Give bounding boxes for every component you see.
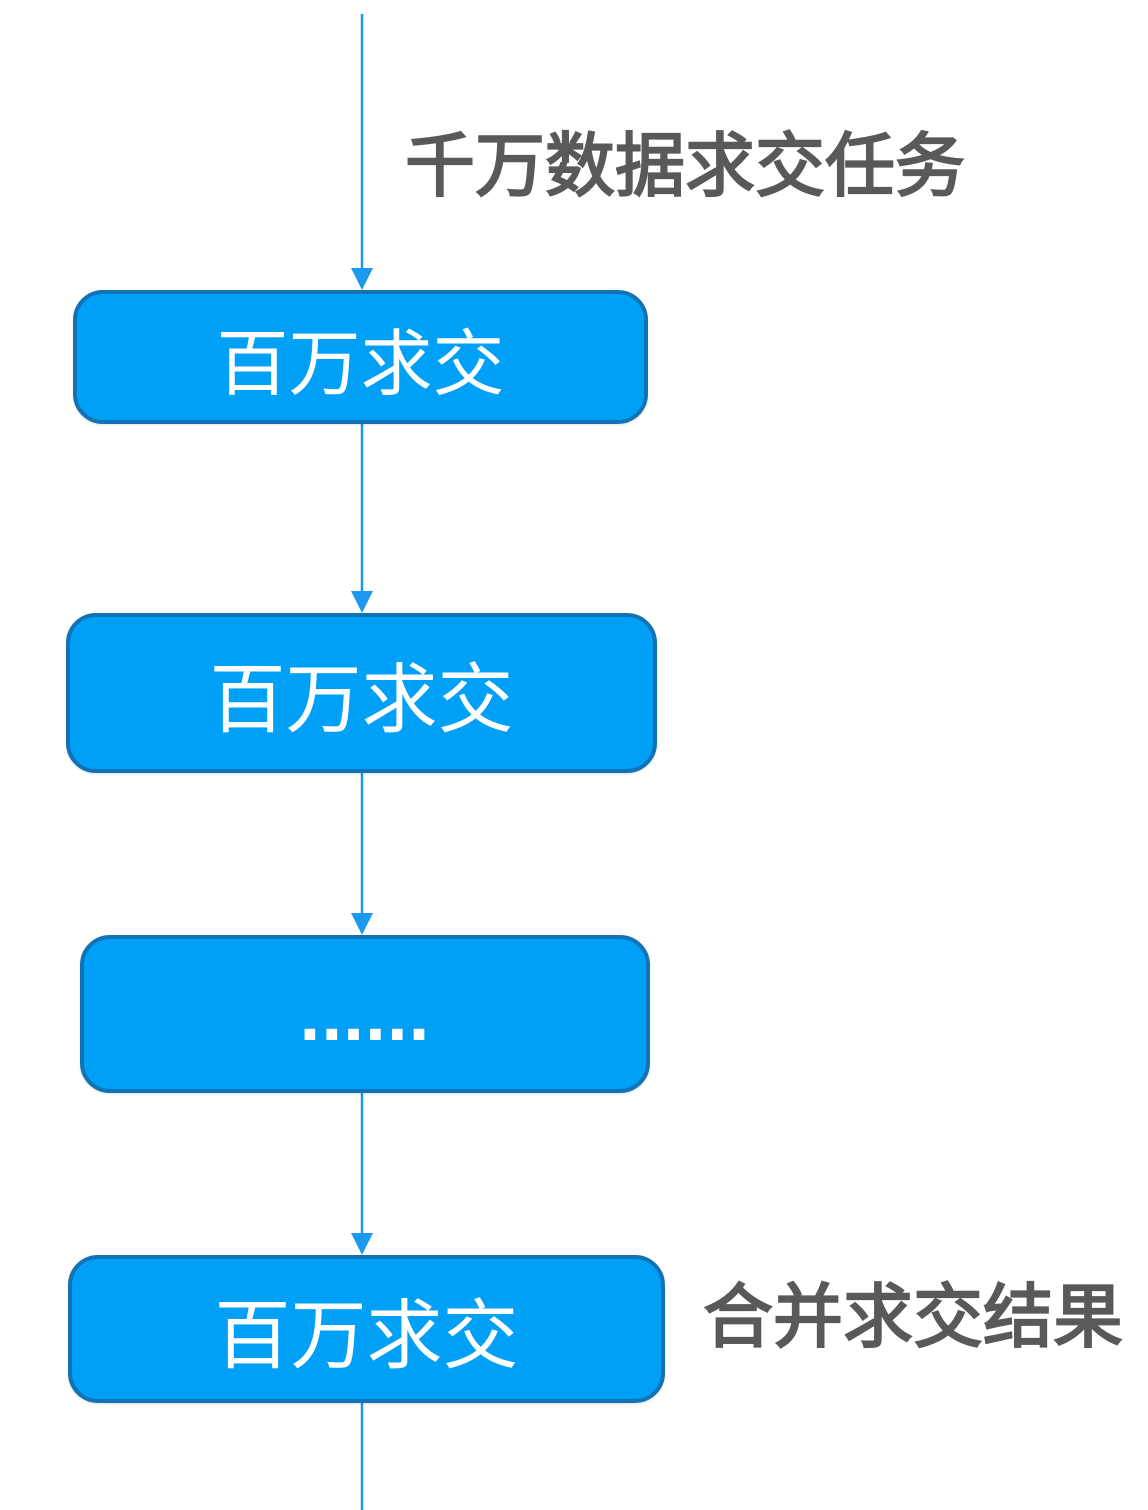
arrowhead-icon — [351, 591, 373, 613]
flow-node-million-intersect-final: 百万求交 — [68, 1255, 665, 1403]
flow-node-label: ...... — [299, 972, 431, 1056]
flow-node-million-intersect-1: 百万求交 — [73, 290, 648, 424]
flow-node-million-intersect-2: 百万求交 — [66, 613, 657, 773]
arrowhead-icon — [351, 913, 373, 935]
arrowhead-icon — [351, 1233, 373, 1255]
flow-node-label: 百万求交 — [216, 324, 505, 405]
diagram-title: 千万数据求交任务 — [405, 127, 965, 205]
arrowhead-icon — [351, 268, 373, 290]
flow-node-label: 百万求交 — [209, 658, 514, 743]
merge-result-annotation: 合并求交结果 — [703, 1278, 1123, 1356]
flow-node-ellipsis: ...... — [80, 935, 650, 1093]
flow-node-label: 百万求交 — [214, 1294, 519, 1379]
